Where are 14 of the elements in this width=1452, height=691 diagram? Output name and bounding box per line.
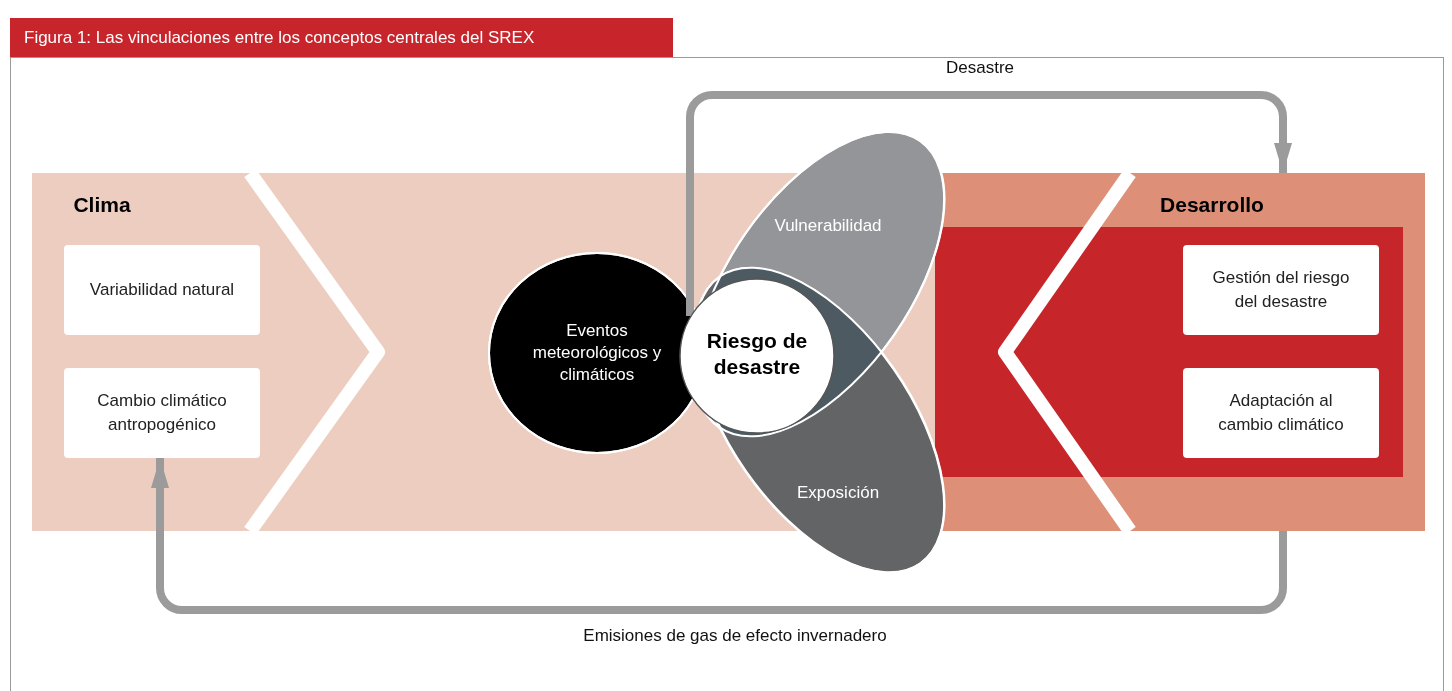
concept-box: Variabilidad natural <box>64 245 260 335</box>
band-panel <box>935 173 1425 531</box>
ellipse-label: Vulnerabilidad <box>773 214 883 237</box>
ellipse-label: Exposición <box>795 481 881 504</box>
title-bar: Figura 1: Las vinculaciones entre los conceptos centrales del SREX <box>10 18 673 57</box>
concept-box: Adaptación al cambio climático <box>1183 368 1379 458</box>
arrow <box>151 458 1287 614</box>
ellipse-label: Eventos meteorológicos y climáticos <box>532 319 662 387</box>
concept-box: Cambio climático antropogénico <box>64 368 260 458</box>
arrow <box>686 91 1292 317</box>
circle-label: Riesgo de desastre <box>705 328 809 381</box>
band-heading: Clima <box>72 192 132 218</box>
band-heading: Desarrollo <box>1159 192 1265 218</box>
concept-box: Gestión del riesgo del desastre <box>1183 245 1379 335</box>
